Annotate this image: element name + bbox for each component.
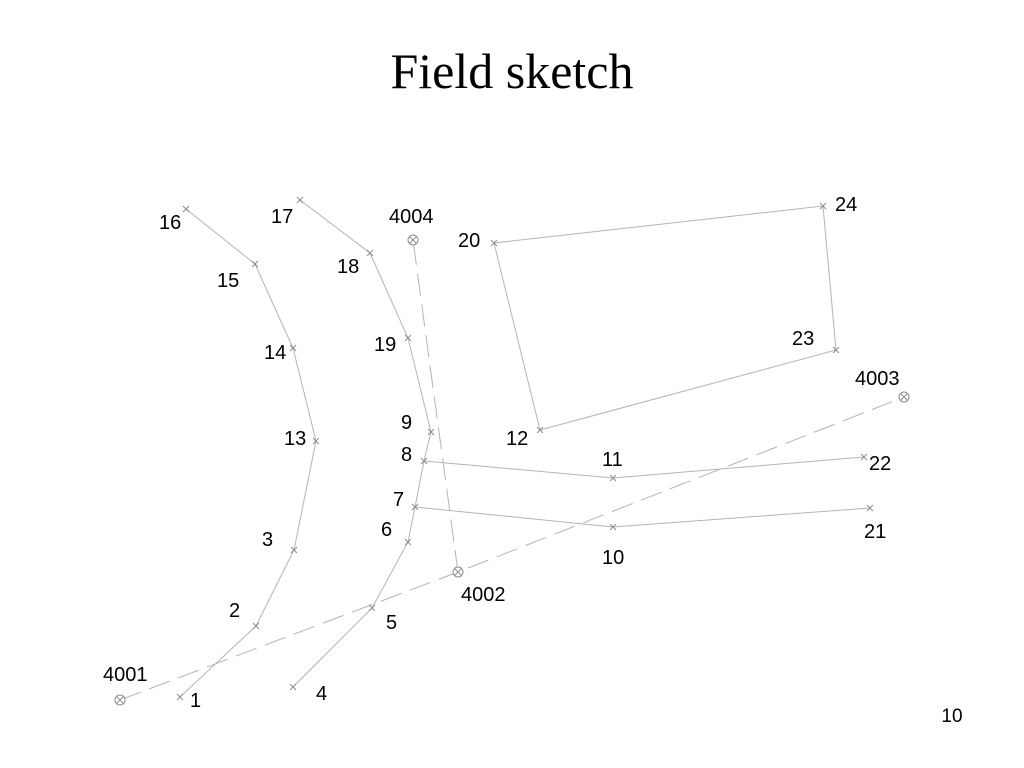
point-label: 14 bbox=[264, 342, 286, 364]
detail-point-icon bbox=[290, 546, 298, 554]
detail-point-icon bbox=[289, 344, 297, 352]
point-label: 20 bbox=[458, 230, 480, 252]
detail-point-icon bbox=[251, 260, 259, 268]
control-point-icon bbox=[452, 566, 464, 578]
detail-point-icon bbox=[420, 457, 428, 465]
detail-point-icon bbox=[860, 453, 868, 461]
point-label: 18 bbox=[337, 256, 359, 278]
point-label: 22 bbox=[869, 453, 891, 475]
control-traverse-line-6 bbox=[412, 239, 459, 573]
point-label: 13 bbox=[284, 428, 306, 450]
control-point-icon bbox=[407, 234, 419, 246]
point-label: 1 bbox=[190, 690, 201, 712]
page-number: 10 bbox=[941, 706, 963, 727]
detail-line-0 bbox=[179, 208, 317, 698]
point-label: 11 bbox=[602, 449, 623, 471]
point-label: 12 bbox=[506, 428, 528, 450]
detail-point-icon bbox=[866, 504, 874, 512]
detail-point-icon bbox=[368, 604, 376, 612]
control-point-icon bbox=[114, 694, 126, 706]
detail-point-icon bbox=[609, 474, 617, 482]
detail-point-icon bbox=[312, 437, 320, 445]
point-label: 10 bbox=[602, 547, 624, 569]
point-label: 19 bbox=[374, 334, 396, 356]
detail-point-icon bbox=[289, 683, 297, 691]
detail-point-icon bbox=[609, 523, 617, 531]
detail-point-icon bbox=[182, 205, 190, 213]
point-label: 9 bbox=[401, 412, 412, 434]
detail-point-icon bbox=[404, 538, 412, 546]
point-label: 21 bbox=[864, 521, 886, 543]
detail-point-icon bbox=[176, 693, 184, 701]
point-label: 4004 bbox=[389, 206, 434, 228]
slide-title: Field sketch bbox=[390, 43, 634, 99]
point-label: 5 bbox=[386, 612, 397, 634]
point-label: 4002 bbox=[461, 584, 506, 606]
point-label: 2 bbox=[229, 600, 240, 622]
detail-point-icon bbox=[404, 334, 412, 342]
detail-point-icon bbox=[296, 196, 304, 204]
detail-point-icon bbox=[819, 202, 827, 210]
point-label: 15 bbox=[217, 270, 239, 292]
detail-point-icon bbox=[252, 622, 260, 630]
detail-point-icon bbox=[490, 239, 498, 247]
detail-line-3 bbox=[423, 456, 865, 479]
point-label: 23 bbox=[792, 328, 814, 350]
point-label: 17 bbox=[271, 206, 293, 228]
detail-point-icon bbox=[366, 249, 374, 257]
point-label: 7 bbox=[393, 489, 404, 511]
detail-point-icon bbox=[427, 428, 435, 436]
point-label: 4003 bbox=[855, 368, 900, 390]
point-label: 16 bbox=[159, 212, 181, 234]
point-label: 4 bbox=[316, 683, 327, 705]
detail-point-icon bbox=[536, 426, 544, 434]
control-point-icon bbox=[898, 391, 910, 403]
point-markers bbox=[114, 196, 910, 706]
point-label: 4001 bbox=[103, 664, 148, 686]
point-label: 8 bbox=[401, 444, 412, 466]
detail-point-icon bbox=[832, 346, 840, 354]
point-label: 24 bbox=[835, 194, 857, 216]
detail-point-icon bbox=[411, 503, 419, 511]
detail-line-4 bbox=[414, 506, 871, 528]
point-label: 6 bbox=[381, 519, 392, 541]
point-label: 3 bbox=[262, 529, 273, 551]
detail-line-2 bbox=[493, 205, 837, 431]
